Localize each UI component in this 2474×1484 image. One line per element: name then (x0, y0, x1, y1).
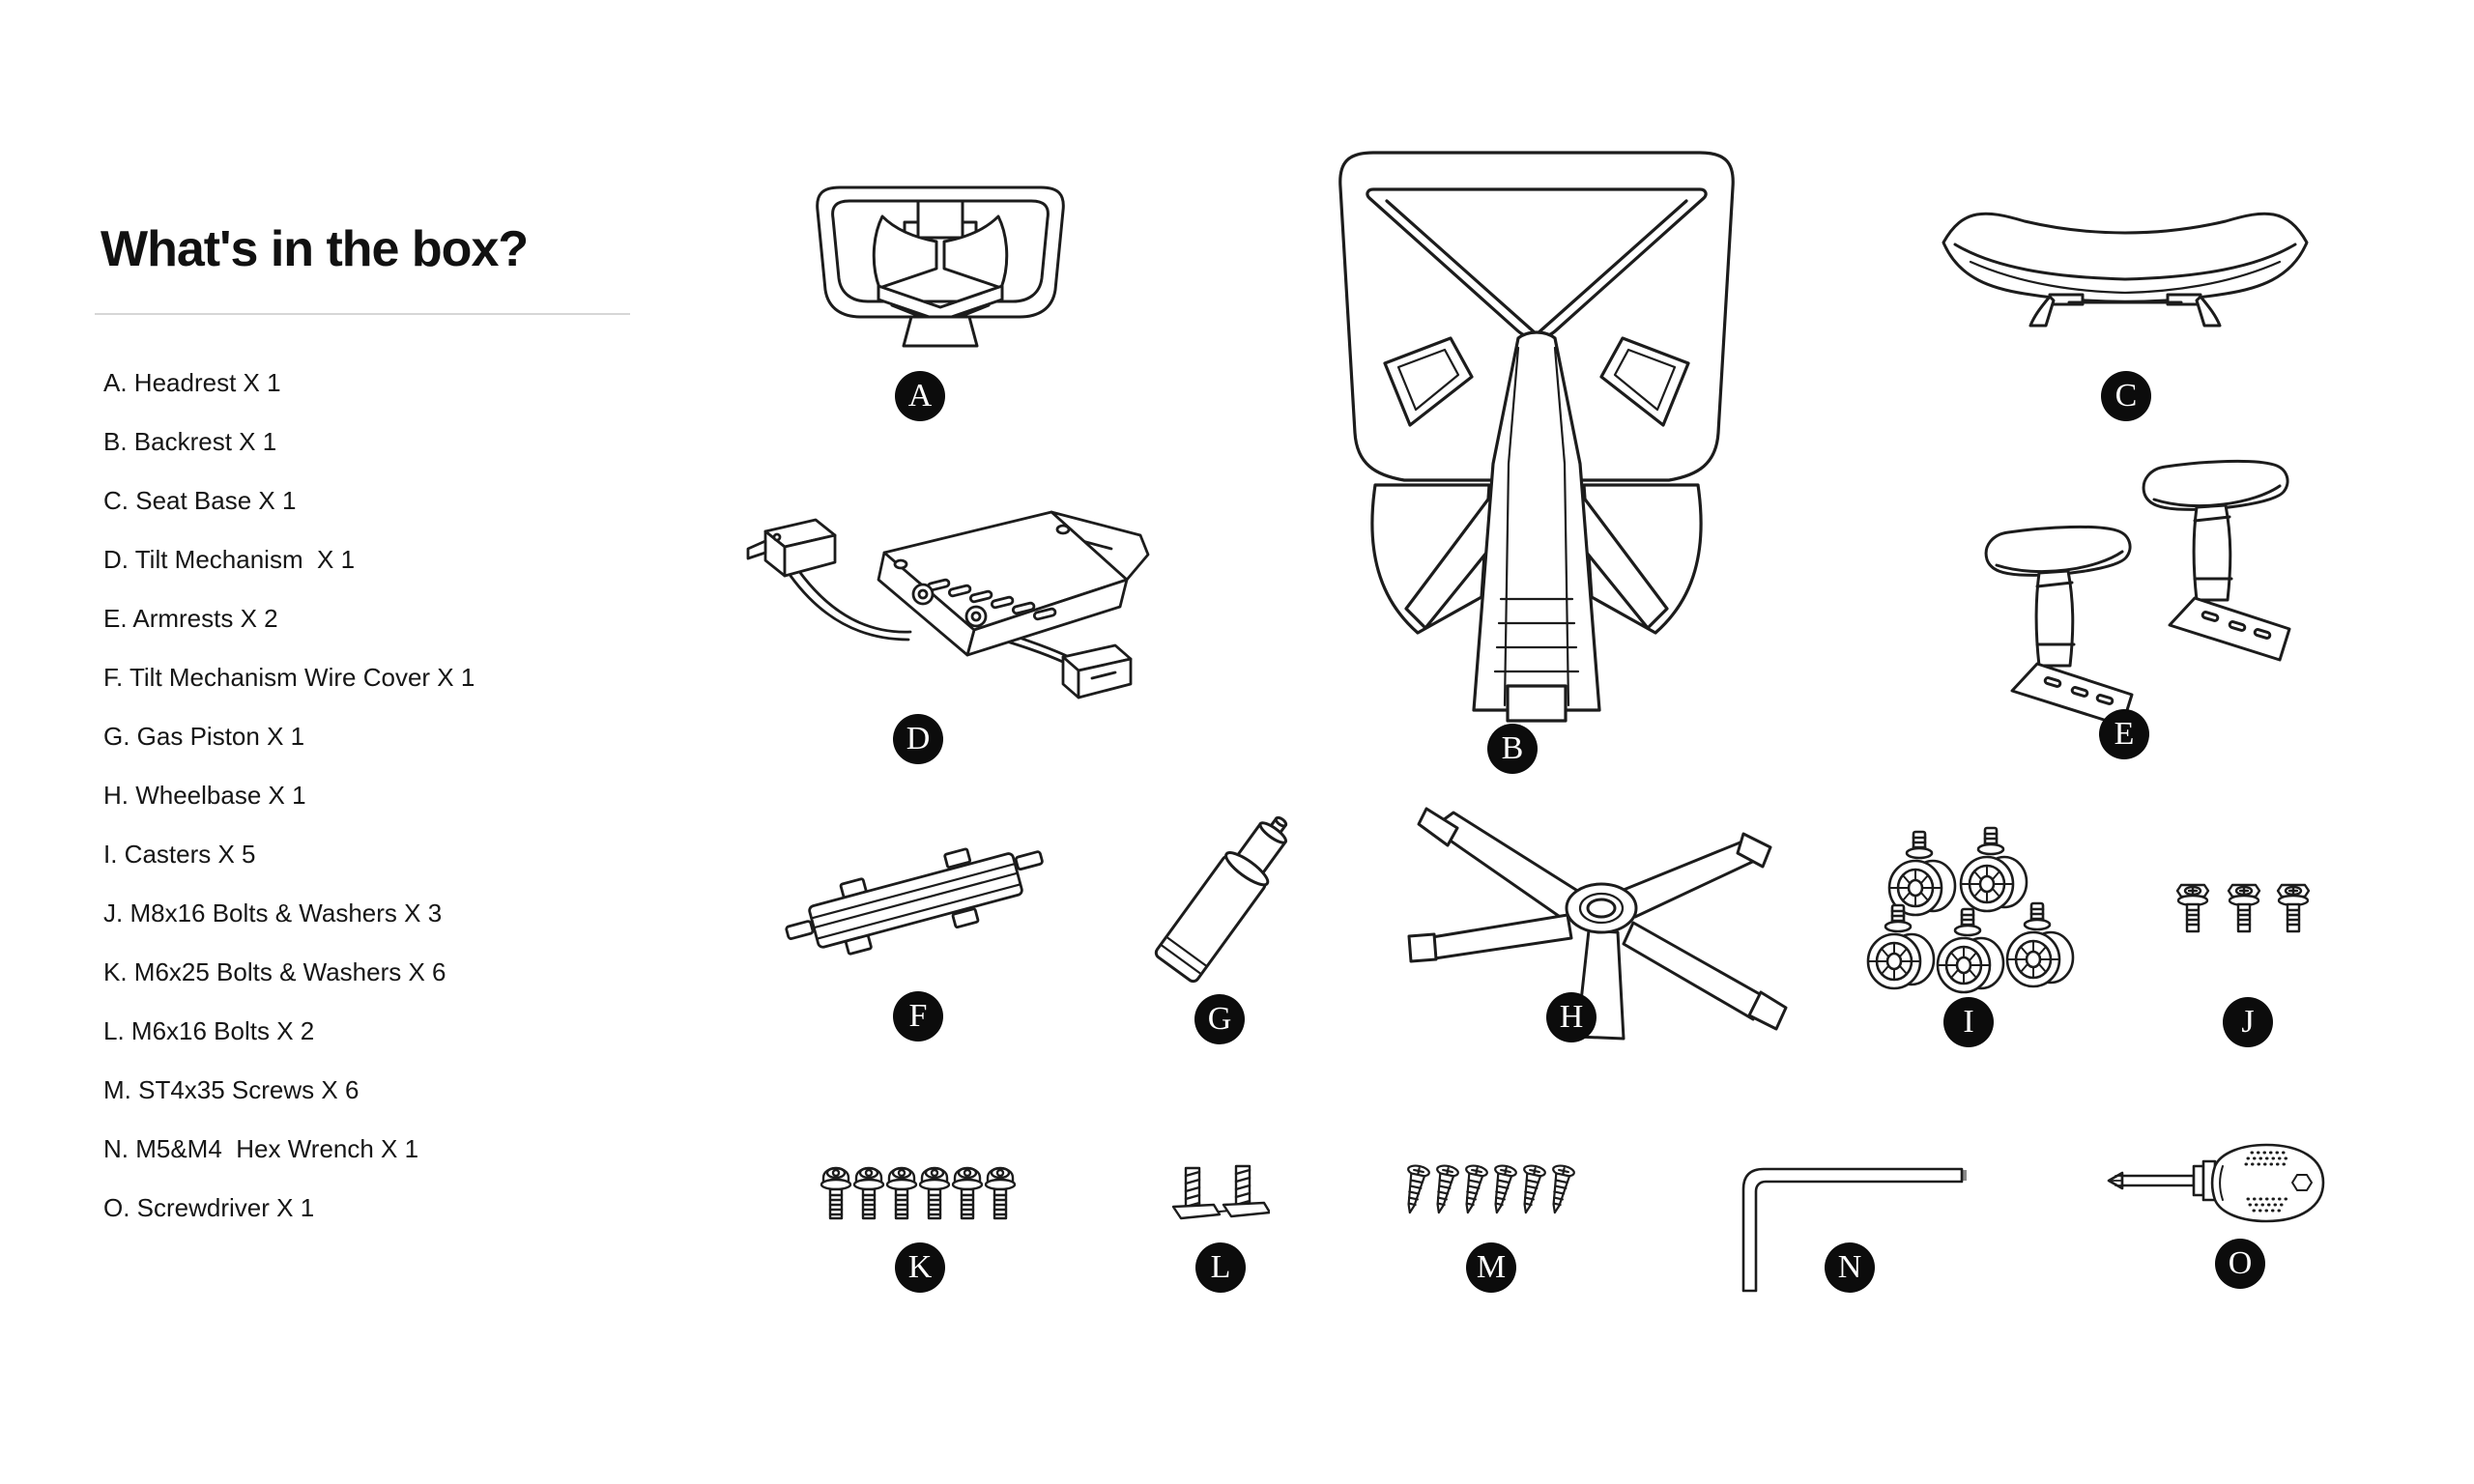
part-casters-illustration (1863, 824, 2090, 1003)
list-item-l: L. M6x16 Bolts X 2 (103, 1016, 315, 1045)
page-title: What's in the box? (101, 221, 529, 277)
list-item-a: A. Headrest X 1 (103, 368, 281, 397)
list-item-h: H. Wheelbase X 1 (103, 781, 306, 810)
badge-letter: E (2114, 716, 2135, 752)
part-armrests-illustration (1981, 457, 2295, 732)
part-badge-i: I (1943, 997, 1994, 1047)
badge-letter: C (2114, 378, 2138, 414)
part-badge-k: K (895, 1242, 945, 1293)
divider (95, 313, 630, 315)
list-item-f: F. Tilt Mechanism Wire Cover X 1 (103, 663, 475, 692)
part-badge-c: C (2101, 371, 2151, 421)
part-m6x16-bolts-illustration (1167, 1164, 1270, 1222)
part-headrest-illustration (805, 182, 1076, 348)
part-badge-l: L (1195, 1242, 1246, 1293)
badge-letter: O (2228, 1245, 2253, 1281)
badge-letter: B (1501, 730, 1524, 766)
part-seat-base-illustration (1936, 198, 2315, 328)
badge-letter: D (906, 721, 931, 756)
part-wheelbase-illustration (1403, 797, 1795, 1053)
part-badge-f: F (893, 991, 943, 1042)
list-item-m: M. ST4x35 Screws X 6 (103, 1075, 360, 1104)
badge-letter: J (2241, 1004, 2255, 1040)
list-item-o: O. Screwdriver X 1 (103, 1193, 315, 1222)
list-item-e: E. Armrests X 2 (103, 604, 278, 633)
list-item-b: B. Backrest X 1 (103, 427, 277, 456)
part-badge-b: B (1487, 724, 1538, 774)
badge-letter: N (1837, 1249, 1862, 1285)
part-badge-d: D (893, 714, 943, 764)
part-badge-e: E (2099, 709, 2149, 759)
badge-letter: G (1207, 1001, 1232, 1037)
part-backrest-illustration (1329, 145, 1744, 725)
part-st4x35-screws-illustration (1406, 1161, 1585, 1225)
part-badge-m: M (1466, 1242, 1516, 1293)
part-m6x25-bolts-illustration (820, 1161, 1018, 1225)
part-badge-g: G (1194, 994, 1245, 1044)
badge-letter: F (908, 998, 928, 1034)
part-screwdriver-illustration (2107, 1137, 2331, 1229)
part-gas-piston-illustration (1133, 800, 1307, 1003)
badge-letter: I (1963, 1004, 1974, 1040)
list-item-k: K. M6x25 Bolts & Washers X 6 (103, 957, 446, 986)
list-item-c: C. Seat Base X 1 (103, 486, 297, 515)
badge-letter: M (1476, 1249, 1507, 1285)
part-badge-a: A (895, 371, 945, 421)
list-item-j: J. M8x16 Bolts & Washers X 3 (103, 899, 443, 928)
list-item-i: I. Casters X 5 (103, 840, 256, 869)
part-badge-n: N (1825, 1242, 1875, 1293)
list-item-n: N. M5&M4 Hex Wrench X 1 (103, 1134, 419, 1163)
badge-letter: L (1210, 1249, 1231, 1285)
part-badge-j: J (2223, 997, 2273, 1047)
badge-letter: K (907, 1249, 933, 1285)
part-tilt-mechanism-illustration (744, 493, 1150, 720)
part-badge-h: H (1546, 992, 1597, 1042)
badge-letter: A (907, 378, 933, 414)
part-hex-wrench-illustration (1737, 1162, 1969, 1298)
badge-letter: H (1559, 999, 1584, 1035)
part-badge-o: O (2215, 1239, 2265, 1289)
list-item-g: G. Gas Piston X 1 (103, 722, 305, 751)
part-wire-cover-illustration (783, 823, 1049, 968)
part-m8x16-bolts-illustration (2174, 875, 2315, 937)
list-item-d: D. Tilt Mechanism X 1 (103, 545, 356, 574)
